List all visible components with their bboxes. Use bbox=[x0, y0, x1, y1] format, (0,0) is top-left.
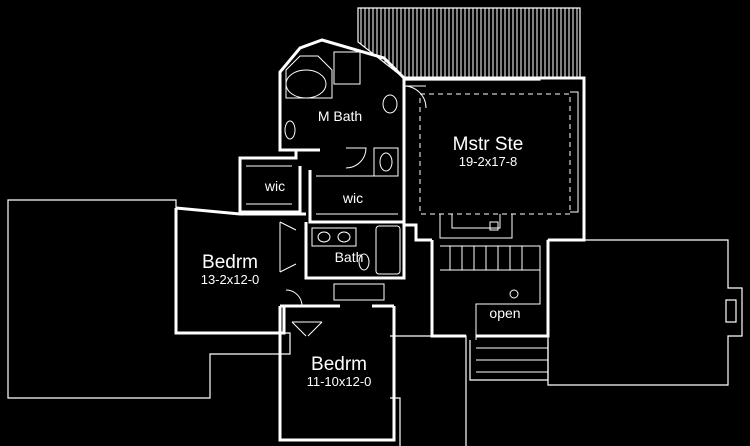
master-tub-surround bbox=[285, 55, 333, 99]
bedroom-bottom-size: 11-10x12-0 bbox=[307, 374, 372, 389]
roof-outline-left bbox=[7, 199, 291, 399]
master-toilet-box bbox=[373, 147, 399, 177]
bedroom-left-label: Bedrm bbox=[202, 252, 258, 273]
master-tub bbox=[285, 69, 327, 99]
linen-shelves bbox=[333, 283, 385, 301]
master-door-swing bbox=[403, 85, 427, 109]
bedroom-bottom-closet-doors bbox=[291, 321, 323, 337]
master-suite-label: Mstr Ste bbox=[453, 134, 524, 155]
stair-outline bbox=[440, 245, 541, 340]
bath-toilet bbox=[358, 253, 370, 271]
bath-label: Bath bbox=[335, 249, 364, 265]
master-suite-walls bbox=[402, 76, 586, 242]
stair-steps bbox=[440, 246, 540, 271]
bath-vanity bbox=[311, 227, 357, 247]
wic-center-shelves bbox=[316, 175, 398, 215]
bedroom-bottom-label: Bedrm bbox=[311, 354, 367, 375]
roof-outline-right bbox=[547, 239, 743, 386]
master-bath-inner bbox=[296, 122, 406, 152]
wic-center-label: wic bbox=[342, 190, 363, 206]
master-sink-2 bbox=[284, 120, 296, 140]
fireplace bbox=[439, 214, 513, 239]
master-bath-walls bbox=[238, 38, 406, 210]
bath-walls bbox=[304, 222, 406, 280]
bedroom-left-size: 13-2x12-0 bbox=[201, 272, 260, 287]
center-block-walls bbox=[308, 170, 406, 224]
bedroom-left-walls bbox=[174, 206, 306, 335]
master-toilet bbox=[379, 152, 393, 172]
wic-left-shelves bbox=[246, 165, 292, 205]
roof-outlines bbox=[7, 199, 743, 446]
bath-sink-1 bbox=[317, 231, 331, 243]
master-bath-label: M Bath bbox=[318, 108, 362, 124]
stair-newel bbox=[509, 289, 519, 299]
stair-treads bbox=[440, 245, 548, 373]
details bbox=[246, 51, 579, 373]
walls bbox=[174, 38, 586, 442]
hatched-roof bbox=[357, 7, 581, 81]
bath-sink-2 bbox=[337, 231, 351, 243]
hall-door-swing bbox=[285, 289, 303, 307]
master-shower bbox=[333, 51, 361, 85]
bath-tub bbox=[375, 225, 401, 275]
bath-door-swing bbox=[345, 147, 367, 169]
stair-steps-lower bbox=[476, 347, 548, 373]
hatched-roof-area bbox=[357, 7, 581, 81]
wic-left-label: wic bbox=[264, 178, 285, 194]
hall-walls bbox=[430, 240, 550, 338]
fireplace-hearth bbox=[489, 221, 499, 231]
room-labels: M Bath Mstr Ste 19-2x17-8 wic wic Bath B… bbox=[201, 108, 524, 389]
chimney-right bbox=[725, 299, 737, 323]
roof-outline-bottom bbox=[390, 335, 467, 446]
bedroom-bottom-walls bbox=[278, 304, 396, 442]
master-ceiling-dashed bbox=[419, 93, 571, 215]
open-area-label: open bbox=[489, 305, 520, 321]
master-bay-window bbox=[570, 91, 579, 213]
bedroom-left-closet-doors bbox=[279, 221, 297, 273]
master-sink-1 bbox=[382, 94, 398, 114]
master-suite-size: 19-2x17-8 bbox=[459, 154, 518, 169]
